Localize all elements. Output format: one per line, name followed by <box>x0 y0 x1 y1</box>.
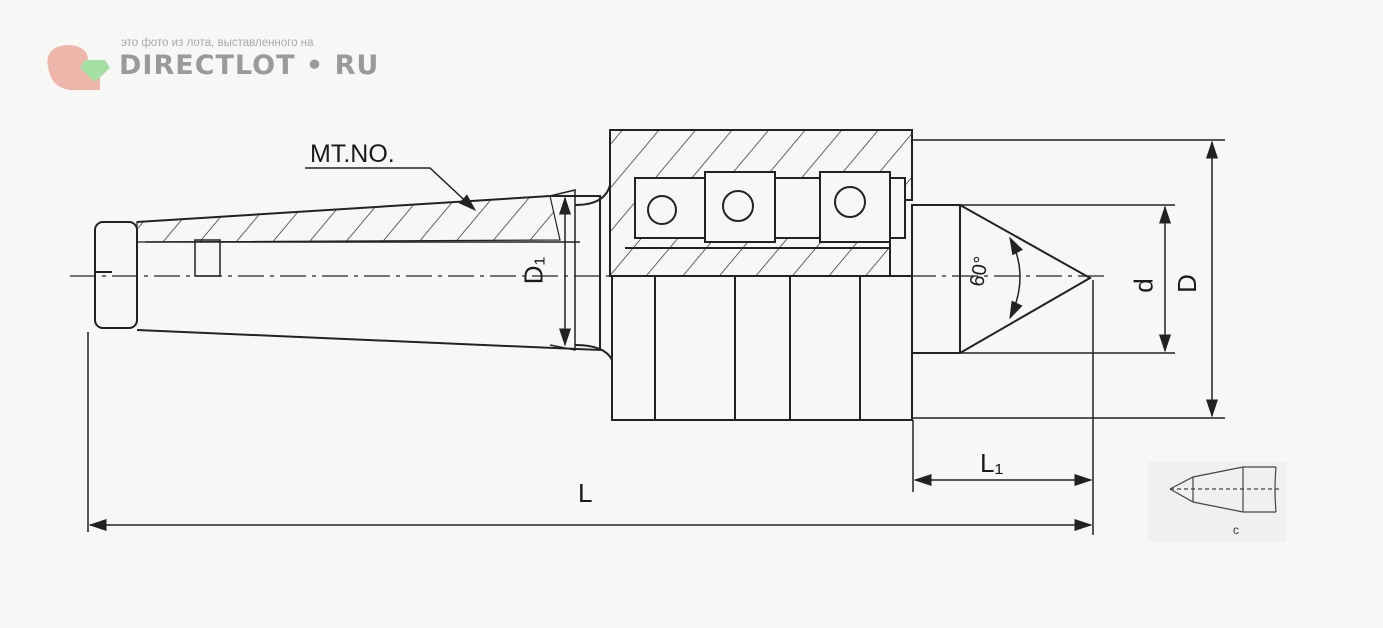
spindle-tip <box>911 204 961 354</box>
flange <box>549 189 576 351</box>
shank-end-cap <box>94 221 138 329</box>
angle-arc <box>1009 236 1023 320</box>
bearing-ball <box>647 195 677 225</box>
center-cone <box>959 204 1093 354</box>
flange-diameter-label: D₁ <box>518 256 549 285</box>
tip-length-label: L₁ <box>980 448 1004 478</box>
housing-outer <box>611 275 913 421</box>
body-diameter-label: D <box>1171 274 1202 293</box>
tip-profile-sketch <box>1169 466 1280 513</box>
watermark-caption: это фото из лота, выставленного на <box>121 37 314 49</box>
bearing-ball <box>722 190 754 222</box>
tip-type-inset: c <box>1148 462 1286 542</box>
squirrel-with-gem-icon <box>47 45 110 90</box>
inset-label: c <box>1233 523 1239 537</box>
watermark-brand: DIRECTLOT • RU <box>119 50 380 81</box>
taper-label: MT.NO. <box>310 140 395 168</box>
total-length-label: L <box>578 478 593 508</box>
tip-diameter-label: d <box>1128 278 1159 293</box>
taper-leader <box>305 167 477 212</box>
bearing-ball <box>834 186 866 218</box>
